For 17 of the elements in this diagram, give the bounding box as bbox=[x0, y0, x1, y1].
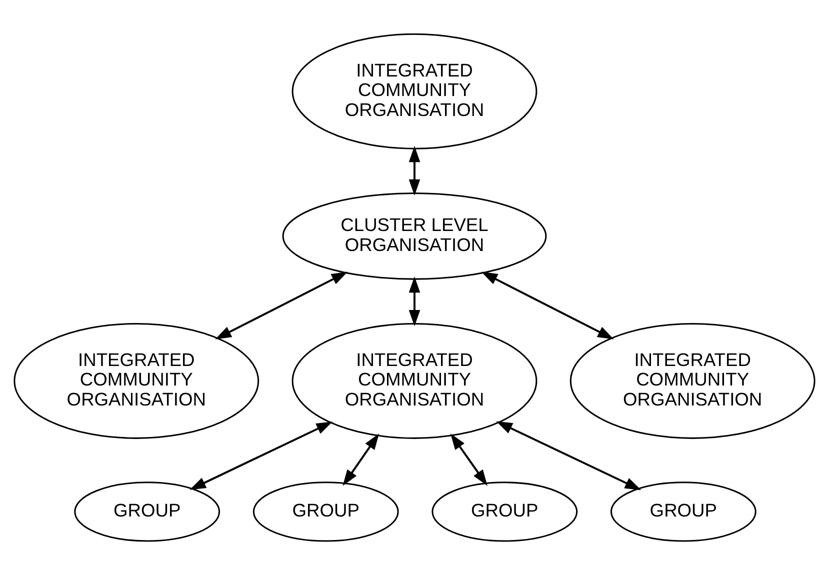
node-ellipse: GROUP bbox=[610, 481, 756, 542]
node-ellipse: INTEGRATED COMMUNITY ORGANISATION bbox=[292, 32, 538, 149]
node-ellipse: GROUP bbox=[252, 481, 399, 542]
node-ellipse: INTEGRATED COMMUNITY ORGANISATION bbox=[14, 322, 260, 438]
node-ellipse: CLUSTER LEVEL ORGANISATION bbox=[282, 192, 547, 280]
arrow bbox=[408, 276, 420, 326]
arrow bbox=[450, 432, 488, 486]
arrow bbox=[496, 420, 642, 490]
arrow bbox=[342, 432, 380, 486]
node-ellipse: INTEGRATED COMMUNITY ORGANISATION bbox=[292, 322, 538, 438]
node-ellipse: GROUP bbox=[432, 481, 578, 542]
arrow bbox=[408, 145, 420, 196]
node-ellipse: INTEGRATED COMMUNITY ORGANISATION bbox=[570, 322, 816, 438]
arrow bbox=[215, 271, 348, 339]
arrow bbox=[190, 421, 333, 490]
arrow bbox=[481, 271, 614, 339]
node-ellipse: GROUP bbox=[74, 481, 220, 542]
